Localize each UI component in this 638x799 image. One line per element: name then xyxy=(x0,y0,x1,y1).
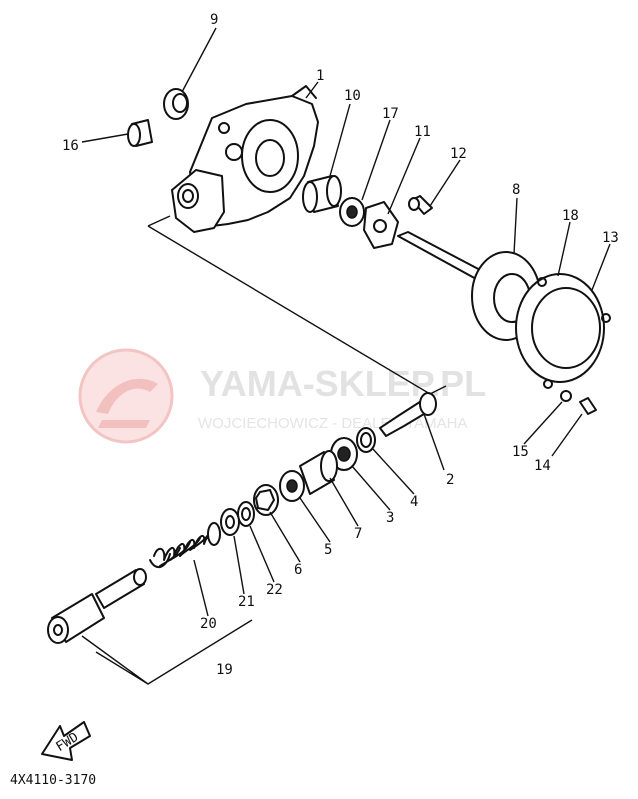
part-gear-case xyxy=(171,85,319,233)
callout-14: 14 xyxy=(534,458,551,474)
callout-11: 11 xyxy=(414,124,431,140)
group-bracket-lower xyxy=(81,619,253,685)
part-bushing xyxy=(302,175,342,213)
part-shaft xyxy=(47,568,147,644)
callout-16: 16 xyxy=(62,138,79,154)
callout-17: 17 xyxy=(382,106,399,122)
fwd-arrow-icon: FWD xyxy=(41,721,91,761)
part-washer-21 xyxy=(220,508,240,536)
part-pinion-gear xyxy=(379,392,437,437)
callout-10: 10 xyxy=(344,88,361,104)
callout-8: 8 xyxy=(512,182,520,198)
callout-2: 2 xyxy=(446,472,454,488)
callout-19: 19 xyxy=(216,662,233,678)
watermark-title: YAMA-SKLEP.PL xyxy=(200,363,486,404)
part-nut xyxy=(253,484,279,516)
part-sleeve xyxy=(299,450,338,495)
callout-12: 12 xyxy=(450,146,467,162)
diagram-code: 4X4110-3170 xyxy=(10,773,96,788)
callout-7: 7 xyxy=(354,526,362,542)
callout-3: 3 xyxy=(386,510,394,526)
callout-9: 9 xyxy=(210,12,218,28)
callout-20: 20 xyxy=(200,616,217,632)
callout-6: 6 xyxy=(294,562,302,578)
callout-numbers: 1 2 3 4 5 6 7 8 9 10 11 12 13 14 15 16 1… xyxy=(62,12,619,678)
callout-13: 13 xyxy=(602,230,619,246)
part-collar xyxy=(127,119,153,147)
part-bearing-small xyxy=(279,470,305,502)
callout-18: 18 xyxy=(562,208,579,224)
watermark-logo xyxy=(78,348,174,444)
part-oil-seal xyxy=(163,88,189,120)
group-bracket-upper xyxy=(147,215,447,395)
callout-21: 21 xyxy=(238,594,255,610)
part-spring xyxy=(149,522,221,569)
part-bearing-upper xyxy=(339,197,365,227)
callout-15: 15 xyxy=(512,444,529,460)
part-cover xyxy=(515,273,611,389)
callout-4: 4 xyxy=(410,494,418,510)
part-washer-bolt xyxy=(560,390,597,415)
callout-1: 1 xyxy=(316,68,324,84)
part-bolt-upper xyxy=(408,195,433,215)
leader-lines xyxy=(81,27,611,617)
part-shim xyxy=(356,427,376,453)
callout-5: 5 xyxy=(324,542,332,558)
part-plate xyxy=(363,201,399,249)
part-washer-22 xyxy=(237,501,255,527)
callout-22: 22 xyxy=(266,582,283,598)
